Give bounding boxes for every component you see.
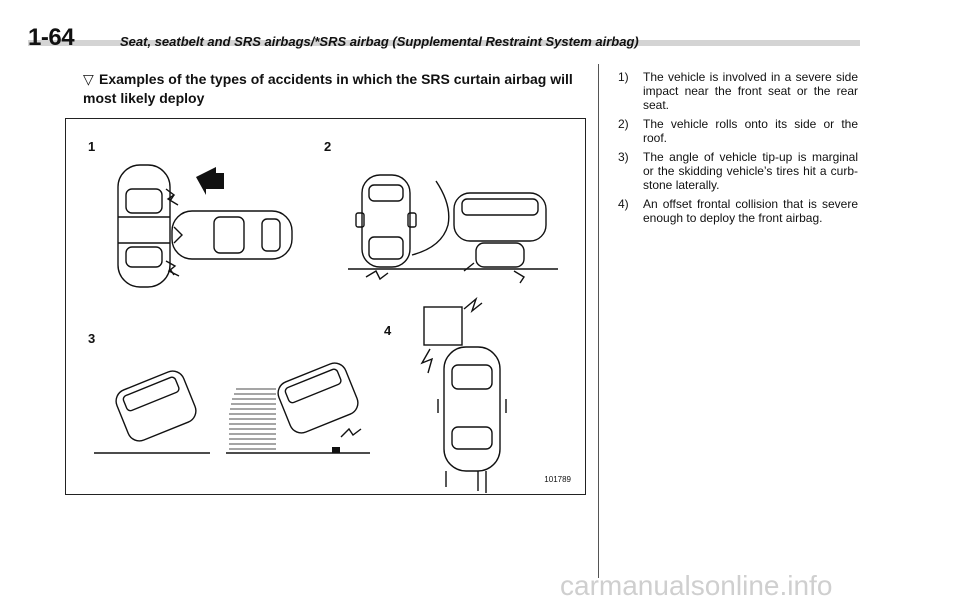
list-item-number: 3) [618, 150, 629, 164]
list-item: 3) The angle of vehicle tip-up is margina… [618, 150, 858, 192]
accident-drawings [94, 164, 558, 493]
page-header: 1-64 Seat, seatbelt and SRS airbags/*SRS… [28, 24, 928, 54]
panel-4-drawing [420, 296, 507, 493]
figure-label-3: 3 [88, 331, 96, 346]
section-heading-text: Examples of the types of accidents in wh… [83, 71, 573, 106]
list-item: 4) An offset frontal collision that is se… [618, 197, 858, 225]
impact-arrow-icon [196, 167, 224, 195]
list-item-number: 4) [618, 197, 629, 211]
list-item-text: The angle of vehicle tip-up is marginal … [643, 150, 858, 192]
figure-label-4: 4 [384, 323, 392, 338]
list-item-text: The vehicle is involved in a severe side… [643, 70, 858, 112]
list-item-number: 2) [618, 117, 629, 131]
watermark: carmanualsonline.info [560, 570, 833, 601]
column-divider [598, 64, 599, 578]
figure-label-1: 1 [88, 139, 96, 154]
curb-marker [332, 447, 340, 453]
accident-illustration: 1 2 3 4 101789 [65, 118, 586, 495]
list-item-text: An offset frontal collision that is seve… [643, 197, 858, 225]
triangle-marker-icon: ▽ [83, 71, 94, 87]
list-item: 2) The vehicle rolls onto its side or the… [618, 117, 858, 145]
section-heading: ▽Examples of the types of accidents in w… [83, 70, 595, 108]
list-item-number: 1) [618, 70, 629, 84]
list-item-text: The vehicle rolls onto its side or the r… [643, 117, 858, 145]
figure-id: 101789 [544, 475, 571, 484]
running-title: Seat, seatbelt and SRS airbags/*SRS airb… [120, 34, 639, 49]
deployment-cases-list: 1) The vehicle is involved in a severe si… [618, 70, 858, 230]
panel-3-drawing [94, 362, 370, 454]
motion-lines [229, 388, 276, 450]
panel-2-drawing [348, 174, 558, 284]
list-item: 1) The vehicle is involved in a severe si… [618, 70, 858, 112]
page-number: 1-64 [28, 24, 75, 51]
panel-1-drawing [117, 164, 293, 288]
figure-label-2: 2 [324, 139, 332, 154]
